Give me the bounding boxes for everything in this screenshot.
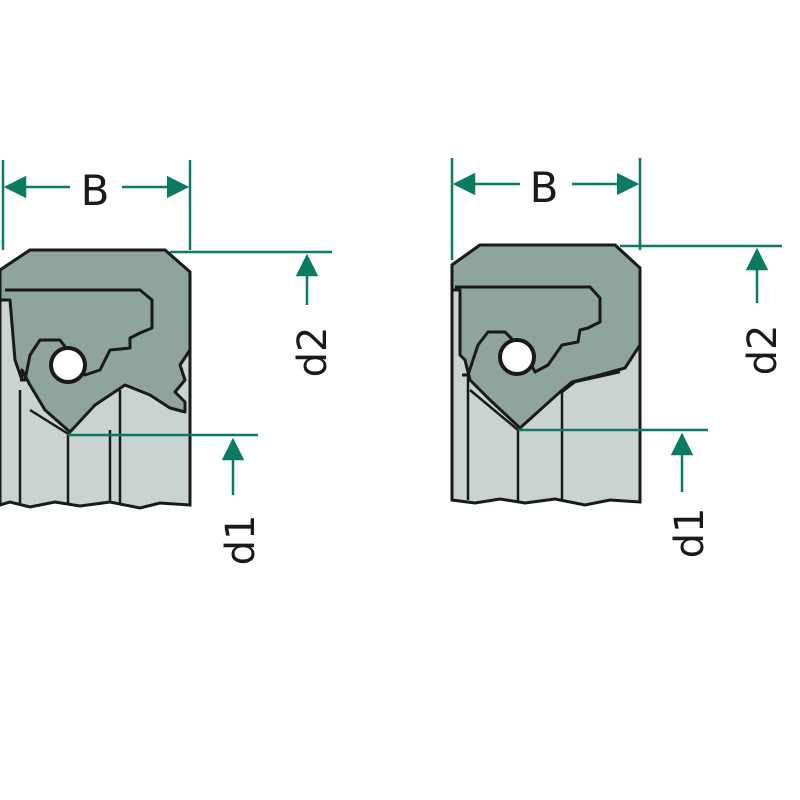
seal-right-housing-lines: [466, 370, 621, 503]
seal-left-spring: [49, 346, 87, 384]
seal-left-lip: [0, 248, 192, 434]
seal-right-case: [455, 285, 602, 377]
seal-right-b-label: B: [530, 163, 559, 212]
seal-right: B d2 d1: [450, 158, 786, 559]
seal-right-spring: [498, 338, 536, 376]
seal-left-case: [5, 288, 154, 382]
seal-left-d2-label: d2: [290, 327, 336, 378]
seal-left-d1-label: d1: [218, 515, 264, 566]
seal-left-housing-lines: [18, 390, 122, 505]
seal-right-d2-label: d2: [740, 325, 786, 376]
seal-left: B d2 d1: [0, 160, 336, 565]
seal-right-d1-label: d1: [667, 508, 713, 559]
seal-left-b-label: B: [81, 166, 110, 215]
